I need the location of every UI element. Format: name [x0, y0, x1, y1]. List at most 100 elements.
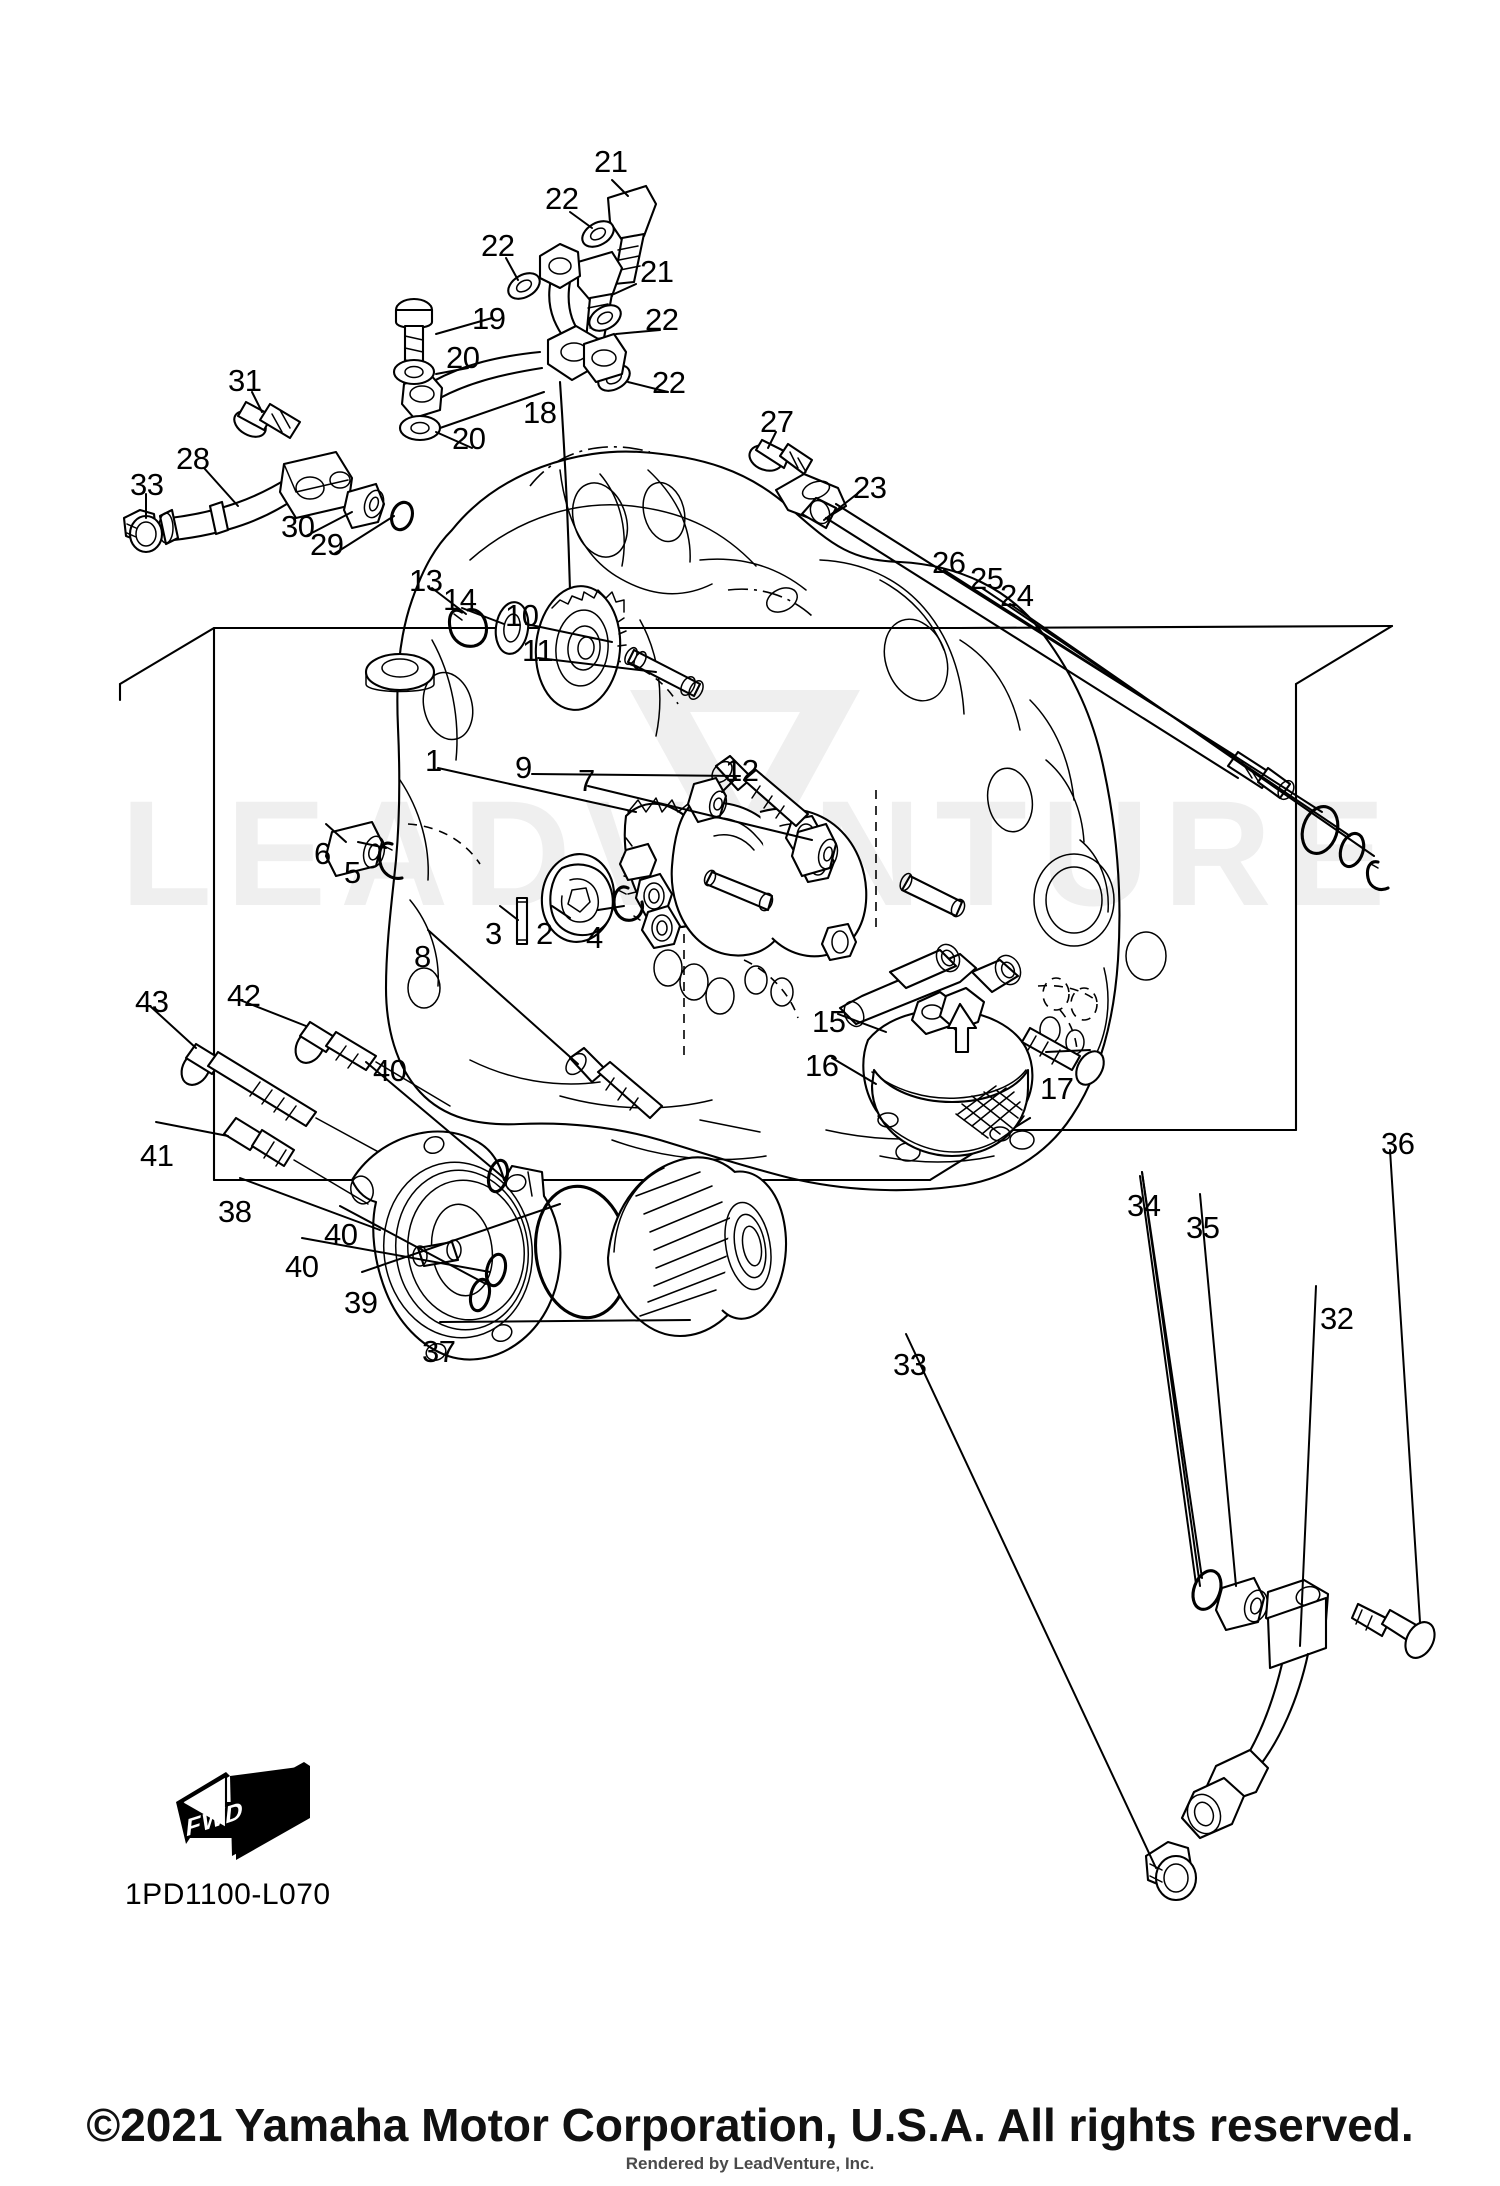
- callout-31: 31: [228, 363, 262, 398]
- leader-lines: [145, 179, 1421, 1869]
- callout-37: 37: [422, 1334, 456, 1369]
- part-40-oring-b: [484, 1252, 508, 1288]
- callout-24: 24: [1000, 578, 1034, 613]
- part-12-collar: [686, 776, 728, 824]
- callout-41: 41: [140, 1138, 174, 1173]
- callout-16: 16: [805, 1048, 839, 1083]
- callout-33: 33: [130, 467, 164, 502]
- callout-43: 43: [135, 984, 169, 1019]
- callout-21: 21: [640, 254, 674, 289]
- callout-18: 18: [523, 395, 557, 430]
- part-40-oring-c: [486, 1158, 510, 1194]
- gear-mount-boss: [364, 652, 436, 693]
- part-20-washer-a: [392, 358, 436, 386]
- callout-42: 42: [227, 978, 261, 1013]
- pump-shafts: [683, 790, 966, 1060]
- part-24-clip: [1365, 860, 1390, 892]
- callout-26: 26: [932, 545, 966, 580]
- section-frame: [118, 624, 1394, 1182]
- callout-17: 17: [1040, 1071, 1074, 1106]
- diagram-part-code: 1PD1100-L070: [125, 1878, 331, 1911]
- leader-lines-precise: [1139, 1175, 1197, 1585]
- callout-38: 38: [218, 1194, 252, 1229]
- callout-32: 32: [1320, 1301, 1354, 1336]
- part-30-bushing: [342, 482, 386, 530]
- part-26-oring: [1300, 805, 1340, 855]
- part-31-bolt: [233, 400, 302, 440]
- part-19-bolt: [394, 297, 434, 374]
- callout-7: 7: [578, 763, 595, 798]
- callout-13: 13: [409, 563, 443, 598]
- part-10-drive-gear: [534, 585, 627, 711]
- part-7-collar: [790, 822, 839, 878]
- part-18-oil-pipe: [400, 242, 628, 664]
- callout-22: 22: [481, 228, 515, 263]
- part-5-circlip: [377, 841, 404, 880]
- part-23-oil-level-tube: [774, 472, 1295, 801]
- callout-35: 35: [1186, 1210, 1220, 1245]
- callout-14: 14: [443, 582, 477, 617]
- callout-22: 22: [645, 302, 679, 337]
- part-22-washer-b: [507, 272, 541, 300]
- callout-28: 28: [176, 441, 210, 476]
- callout-25: 25: [970, 561, 1004, 596]
- crankcase-outline: [384, 446, 1167, 1192]
- part-2-pump-rotor: [540, 853, 616, 943]
- callout-6: 6: [314, 836, 331, 871]
- part-3-dowel-pin: [515, 896, 529, 946]
- callout-33: 33: [893, 1347, 927, 1382]
- part-41-bolt: [222, 1116, 369, 1205]
- callout-3: 3: [485, 916, 502, 951]
- part-40-oring-a: [468, 1277, 492, 1313]
- callout-4: 4: [586, 920, 603, 955]
- callout-22: 22: [652, 365, 686, 400]
- part-27-bolt: [748, 438, 814, 476]
- part-42-bolt: [294, 1020, 451, 1107]
- callout-30: 30: [281, 509, 315, 544]
- callout-19: 19: [472, 301, 506, 336]
- callout-8: 8: [414, 939, 431, 974]
- part-15-16-oil-strainer: [838, 943, 1099, 1158]
- callout-27: 27: [760, 404, 794, 439]
- callout-5: 5: [344, 855, 361, 890]
- callout-40: 40: [285, 1249, 319, 1284]
- part-43-long-bolt: [180, 1042, 431, 1181]
- part-1-oil-pump-assembly: [618, 797, 868, 962]
- part-22-washer-c: [588, 304, 622, 332]
- callout-20: 20: [446, 340, 480, 375]
- part-14-washer: [494, 601, 530, 655]
- callout-9: 9: [515, 750, 532, 785]
- callout-39: 39: [344, 1285, 378, 1320]
- part-25-oring: [1338, 831, 1366, 869]
- callout-10: 10: [505, 598, 539, 633]
- part-35-bushing: [1214, 1576, 1269, 1632]
- callout-12: 12: [725, 753, 759, 788]
- part-8-bolt: [565, 1046, 664, 1120]
- part-33-clamp-lower: [1144, 1840, 1198, 1902]
- callout-20: 20: [452, 421, 486, 456]
- part-32-oil-pipe: [1180, 1578, 1330, 1840]
- part-33-clamp-upper: [122, 508, 164, 554]
- callout-2: 2: [536, 916, 553, 951]
- callout-36: 36: [1381, 1126, 1415, 1161]
- callout-1: 1: [425, 743, 442, 778]
- callout-40: 40: [373, 1053, 407, 1088]
- part-4-circlip: [612, 885, 645, 922]
- part-11-shaft: [624, 646, 704, 701]
- part-36-bolt: [1350, 1602, 1436, 1659]
- callout-11: 11: [522, 633, 554, 668]
- callout-15: 15: [812, 1004, 846, 1039]
- callout-21: 21: [594, 144, 628, 179]
- part-37-filter-element: [606, 1156, 788, 1338]
- part-38-filter-cover: [350, 1130, 562, 1362]
- part-20-washer-b: [398, 414, 442, 442]
- part-9-bolt: [711, 754, 810, 828]
- callout-22: 22: [545, 181, 579, 216]
- callout-29: 29: [310, 527, 344, 562]
- callout-23: 23: [853, 470, 887, 505]
- callout-34: 34: [1127, 1188, 1161, 1223]
- rendered-by-notice: Rendered by LeadVenture, Inc.: [625, 2154, 875, 2173]
- part-29-oring: [390, 500, 414, 532]
